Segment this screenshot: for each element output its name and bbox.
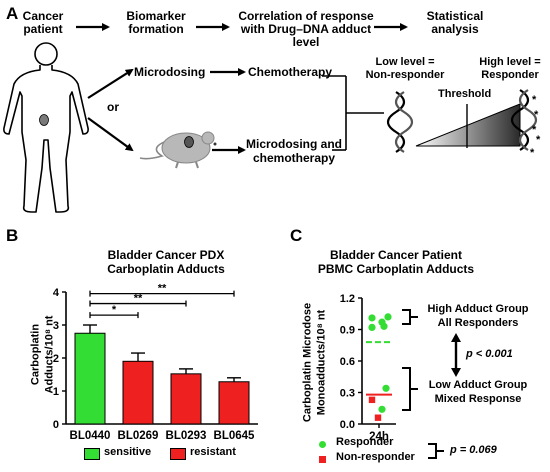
bracket (322, 75, 384, 151)
adduct-marks: *** ** (530, 94, 541, 159)
dna-high-icon (510, 89, 538, 151)
legend-resistant-swatch (170, 448, 186, 460)
step-cancer-patient: Cancer patient (22, 9, 64, 36)
p-arrow-head-up (451, 333, 461, 342)
legend-responder-label: Responder (336, 436, 394, 448)
bar-BL0293 (170, 373, 202, 425)
legend-sensitive-swatch (84, 448, 100, 460)
panel-a-letter: A (6, 4, 19, 23)
high-group-label-1: High Adduct Group (427, 303, 529, 315)
panel-c-title-2: PBMC Carboplatin Adducts (317, 262, 475, 276)
svg-text:*: * (534, 109, 539, 121)
p-arrow-head-down (451, 368, 461, 377)
chemotherapy-label: Chemotherapy (248, 65, 333, 79)
responder-point (384, 313, 392, 321)
high-group-bracket (402, 309, 418, 325)
panel-c-ylabel-1: Carboplatin Microdose (301, 302, 314, 423)
step-biomarker: Biomarker formation (126, 9, 186, 36)
x-tick-label: BL0440 (70, 430, 111, 442)
low-group-bracket (402, 367, 418, 411)
y-tick-label: 4 (53, 287, 60, 299)
legend-bracket (428, 443, 444, 459)
sig-label: * (112, 304, 117, 316)
legend-responder-marker (319, 441, 326, 448)
responder-point (378, 405, 386, 413)
bar-BL0645 (218, 381, 250, 425)
non-responder-point (368, 396, 376, 404)
y-tick-label: 0.9 (340, 325, 355, 337)
panel-b-ylabel-1: Carboplatin (29, 323, 42, 386)
sig-label: ** (158, 283, 167, 295)
panel-b-title-1: Bladder Cancer PDX (107, 248, 225, 262)
legend-resistant-label: resistant (190, 446, 236, 458)
panel-c-ylabel-2: Monoadducts/10⁸ nt (315, 309, 328, 416)
svg-text:*: * (532, 94, 537, 106)
x-tick-label: BL0293 (166, 430, 207, 442)
scatter-chart: 0.0 0.3 0.6 0.9 1.2 24h (340, 293, 396, 443)
panel-b-ylabel-2: Adducts/10⁸ nt (43, 315, 56, 394)
responder-point (380, 322, 388, 330)
panel-b-title-2: Carboplatin Adducts (107, 262, 225, 276)
tumor-icon (39, 114, 49, 126)
y-tick-label: 0.6 (340, 356, 355, 368)
panel-c-title-1: Bladder Cancer Patient (329, 248, 463, 262)
threshold-gradient (415, 103, 521, 147)
mouse-icon (139, 131, 217, 169)
step-statistical: Statistical analysis (426, 9, 484, 36)
micro-chemo-label: Microdosing and chemotherapy (246, 137, 342, 165)
y-tick-label: 1.2 (340, 293, 355, 305)
arrow-to-mouse (87, 117, 134, 152)
legend-nonresponder-label: Non-responder (336, 451, 415, 463)
dna-low-icon (386, 91, 414, 153)
y-tick-label: 1 (53, 386, 59, 398)
y-tick-label: 3 (53, 320, 59, 332)
low-level-label: Low level = Non-responder (365, 56, 445, 81)
sig-label: ** (134, 293, 143, 305)
low-group-label-2: Mixed Response (434, 393, 522, 405)
y-tick-label: 0.0 (340, 419, 355, 431)
p-main-label: p < 0.001 (466, 348, 513, 360)
bar-BL0269 (122, 360, 154, 425)
x-tick-label: BL0269 (118, 430, 159, 442)
responder-point (368, 323, 376, 331)
svg-text:*: * (532, 124, 537, 136)
high-group-label-2: All Responders (437, 317, 519, 329)
panel-c-letter: C (290, 226, 303, 245)
non-responder-point (374, 414, 382, 421)
x-tick-label: 24h (369, 431, 389, 443)
human-figure-icon (3, 42, 89, 213)
low-group-label-1: Low Adduct Group (428, 379, 528, 391)
y-tick-label: 0 (53, 419, 59, 431)
responder-point (368, 314, 376, 322)
arrow-to-microdosing (87, 68, 134, 99)
legend-nonresponder-marker (319, 456, 326, 463)
legend-sensitive-label: sensitive (104, 446, 152, 458)
panel-b-letter: B (6, 226, 19, 245)
y-tick-label: 0.3 (340, 388, 355, 400)
microdosing-label: Microdosing (134, 65, 206, 79)
svg-text:*: * (530, 147, 535, 159)
p-legend-label: p = 0.069 (450, 444, 497, 456)
threshold-label: Threshold (438, 88, 492, 100)
high-level-label: High level = Responder (479, 56, 541, 81)
responder-point (382, 384, 390, 392)
svg-text:*: * (536, 134, 541, 146)
bar-BL0440 (74, 332, 106, 425)
y-tick-label: 2 (53, 353, 59, 365)
or-label: or (107, 100, 119, 114)
x-tick-label: BL0645 (214, 430, 256, 442)
step-correlation: Correlation of response with Drug–DNA ad… (238, 9, 374, 49)
